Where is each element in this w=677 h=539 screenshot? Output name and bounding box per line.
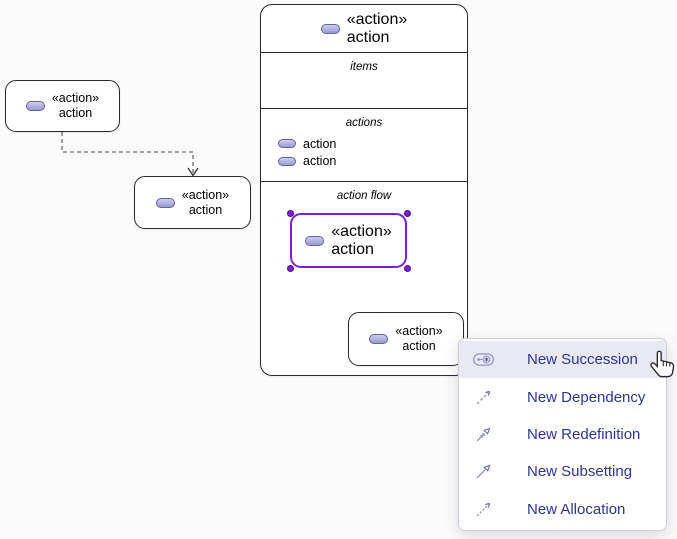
dependency-connector[interactable] — [61, 132, 194, 174]
stereotype-label: «action» — [346, 10, 408, 28]
menu-item-new-succession[interactable]: New Succession — [459, 341, 666, 379]
compartment-label: items — [350, 61, 378, 73]
compartment-header: «action» action — [261, 5, 467, 52]
menu-item-label: New Succession — [527, 351, 638, 369]
menu-item-label: New Subsetting — [527, 463, 633, 481]
succession-icon — [471, 352, 495, 367]
action-name-label: action — [303, 154, 337, 169]
action-box-2[interactable]: «action» action — [134, 176, 251, 229]
action-name-label: action — [188, 202, 223, 217]
allocation-arrow-icon — [471, 500, 495, 519]
context-menu: New Succession New Dependency New Redefi… — [458, 338, 667, 531]
resize-handle-bottom-left[interactable] — [286, 264, 294, 272]
menu-item-new-dependency[interactable]: New Dependency — [459, 378, 666, 415]
action-icon — [155, 197, 175, 208]
dependency-arrowhead-icon — [187, 167, 199, 177]
action-icon — [369, 334, 389, 344]
action-flow-compartment[interactable]: action flow — [261, 181, 467, 375]
action-icon — [278, 139, 296, 149]
resize-handle-bottom-right[interactable] — [403, 264, 411, 272]
menu-item-label: New Redefinition — [527, 426, 641, 444]
menu-item-label: New Dependency — [527, 388, 646, 406]
list-item-action[interactable]: action — [261, 136, 467, 152]
action-name-label: action — [346, 28, 390, 46]
menu-item-label: New Allocation — [527, 500, 626, 518]
list-item-action[interactable]: action — [261, 154, 467, 170]
action-name-label: action — [402, 339, 436, 353]
menu-item-new-subsetting[interactable]: New Subsetting — [459, 453, 666, 490]
items-compartment[interactable]: items — [261, 52, 467, 108]
menu-item-new-allocation[interactable]: New Allocation — [459, 491, 666, 528]
redefinition-arrow-icon — [471, 425, 495, 444]
stereotype-label: «action» — [181, 187, 230, 202]
action-icon — [25, 101, 45, 111]
hand-cursor-icon — [648, 349, 676, 388]
resize-handle-top-left[interactable] — [286, 209, 294, 217]
compartment-label: action flow — [336, 190, 392, 202]
actions-compartment[interactable]: actions action action — [261, 108, 467, 181]
target-action-box[interactable]: «action» action — [348, 312, 464, 366]
menu-item-new-redefinition[interactable]: New Redefinition — [459, 416, 666, 453]
selected-action-box[interactable]: «action» action — [290, 213, 407, 268]
action-box-1[interactable]: «action» action — [5, 80, 120, 132]
stereotype-label: «action» — [331, 222, 392, 240]
resize-handle-top-right[interactable] — [403, 209, 411, 217]
stereotype-label: «action» — [51, 91, 100, 105]
dependency-arrow-icon — [471, 388, 495, 407]
action-icon — [305, 235, 325, 246]
subsetting-arrow-icon — [471, 462, 495, 481]
action-name-label: action — [303, 136, 337, 151]
action-name-label: action — [58, 106, 93, 120]
stereotype-label: «action» — [395, 324, 443, 338]
action-name-label: action — [331, 240, 374, 258]
action-icon — [278, 156, 296, 166]
compartment-label: actions — [345, 117, 383, 129]
action-icon — [320, 23, 340, 34]
